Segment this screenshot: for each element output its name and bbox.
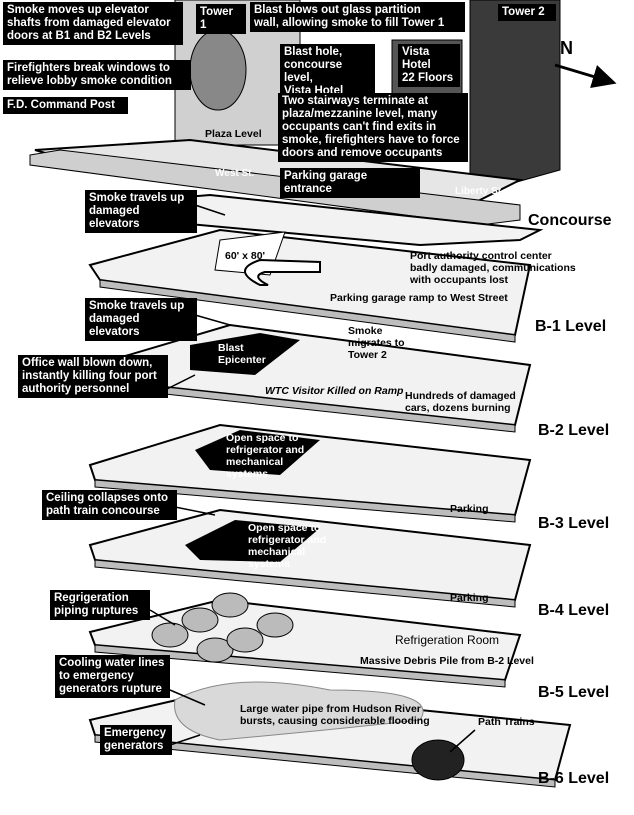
- glass-partition-label: Blast blows out glass partition wall, al…: [250, 2, 465, 32]
- parking-b4-label: Parking: [450, 592, 489, 604]
- blast-hole-label: Blast hole, concourse level, Vista Hotel: [280, 44, 375, 100]
- stairways-label: Two stairways terminate at plaza/mezzani…: [278, 93, 468, 162]
- smoke-shafts-label: Smoke moves up elevator shafts from dama…: [3, 2, 183, 45]
- open-space-void-1: [195, 430, 320, 475]
- fd-command-post-label: F.D. Command Post: [3, 97, 128, 114]
- blast-epicenter-label: Blast Epicenter: [218, 342, 266, 366]
- b1-slab: [88, 228, 532, 337]
- tower-2-label: Tower 2: [498, 4, 556, 21]
- flood-water: [174, 681, 424, 741]
- b3-slab: [88, 423, 532, 517]
- water-pipe-label: Large water pipe from Hudson River burst…: [240, 703, 430, 727]
- path-train-tunnel: [411, 739, 465, 781]
- north-label: N: [560, 38, 573, 58]
- office-wall-label: Office wall blown down, instantly killin…: [18, 355, 168, 398]
- west-st-label: West St.: [215, 168, 255, 179]
- ceiling-collapse-label: Ceiling collapses onto path train concou…: [42, 490, 177, 520]
- open-space-label-1: Open space to refrigerator and mechanica…: [226, 432, 305, 480]
- b1-level-label: B-1 Level: [535, 318, 607, 335]
- tower-1-label: Tower 1: [196, 4, 246, 34]
- b2-level-label: B-2 Level: [538, 422, 610, 439]
- parking-entrance-label: Parking garage entrance: [280, 168, 420, 198]
- cooling-water-label: Cooling water lines to emergency generat…: [55, 655, 170, 698]
- b5-slab-edge: [94, 644, 506, 688]
- b3-level-label: B-3 Level: [538, 515, 610, 532]
- b3-slab-edge: [94, 479, 516, 523]
- concourse-level-label: Concourse: [528, 212, 612, 229]
- debris-pile-label: Massive Debris Pile from B-2 Level: [360, 655, 534, 667]
- plaza-level-label: Plaza Level: [205, 128, 262, 140]
- parking-b3-label: Parking: [450, 503, 489, 515]
- north-arrow: [554, 63, 617, 89]
- b4-level-label: B-4 Level: [538, 602, 610, 619]
- refrigeration-room-label: Refrigeration Room: [395, 633, 500, 647]
- tower-2-building: [469, 0, 561, 196]
- damaged-cars-label: Hundreds of damaged cars, dozens burning: [405, 390, 516, 414]
- open-space-void-2: [185, 520, 320, 562]
- smoke-travels-label-2: Smoke travels up damaged elevators: [85, 298, 197, 341]
- b6-level-label: B-6 Level: [538, 770, 610, 787]
- b4-slab-edge: [94, 559, 516, 608]
- smoke-migrates-label: Smoke migrates to Tower 2: [348, 325, 405, 361]
- b4-slab: [88, 508, 532, 602]
- open-space-label-2: Open space to refrigerator and mechanica…: [248, 522, 327, 570]
- blast-partition-window: [189, 29, 247, 111]
- b1-slab-edge: [99, 279, 516, 343]
- refrigeration-tanks: [151, 592, 294, 663]
- parking-ramp: [244, 258, 321, 286]
- b5-level-label: B-5 Level: [538, 684, 610, 701]
- emergency-generators-label: Emergency generators: [100, 725, 172, 755]
- vista-hotel-label: Vista Hotel 22 Floors: [398, 44, 460, 87]
- firefighters-windows-label: Firefighters break windows to relieve lo…: [3, 60, 191, 90]
- wtc-visitor-label: WTC Visitor Killed on Ramp: [265, 385, 404, 397]
- refrigeration-piping-label: Regrigeration piping ruptures: [50, 590, 150, 620]
- port-authority-label: Port authority control center badly dama…: [410, 250, 576, 286]
- dimensions-label: 60' x 80': [225, 250, 266, 262]
- liberty-st-label: Liberty St.: [455, 186, 504, 197]
- street-slab: [29, 149, 521, 226]
- path-trains-label: Path Trains: [478, 716, 535, 728]
- blast-epicenter-void: [190, 333, 300, 375]
- parking-ramp-label: Parking garage ramp to West Street: [330, 292, 508, 304]
- smoke-travels-label-1: Smoke travels up damaged elevators: [85, 190, 197, 233]
